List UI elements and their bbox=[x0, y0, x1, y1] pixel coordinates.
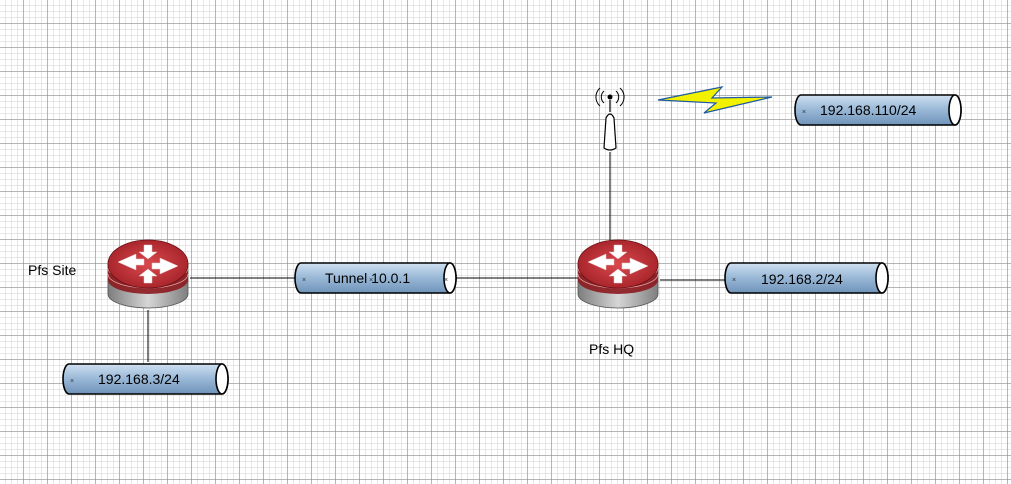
connector-mark: × bbox=[302, 277, 306, 284]
router-label-hq: Pfs HQ bbox=[589, 341, 635, 357]
network-segment-site-lan[interactable]: × bbox=[62, 363, 229, 395]
connector-mark: × bbox=[70, 378, 74, 385]
lightning-bolt-icon bbox=[657, 86, 773, 114]
connector-mark: × bbox=[369, 277, 373, 284]
connector-mark: × bbox=[802, 109, 806, 116]
router-icon[interactable] bbox=[577, 239, 659, 309]
wireless-access-point-icon[interactable] bbox=[595, 87, 625, 151]
connector-mark: × bbox=[444, 277, 448, 284]
connections bbox=[147, 152, 730, 362]
network-segment-tunnel[interactable]: × × × bbox=[294, 262, 457, 294]
connector-mark: × bbox=[732, 277, 736, 284]
network-segment-hq-lan[interactable]: × bbox=[724, 262, 889, 294]
network-segment-wireless-lan[interactable]: × bbox=[794, 94, 962, 126]
router-icon[interactable] bbox=[107, 239, 189, 309]
router-label-site: Pfs Site bbox=[28, 262, 77, 278]
